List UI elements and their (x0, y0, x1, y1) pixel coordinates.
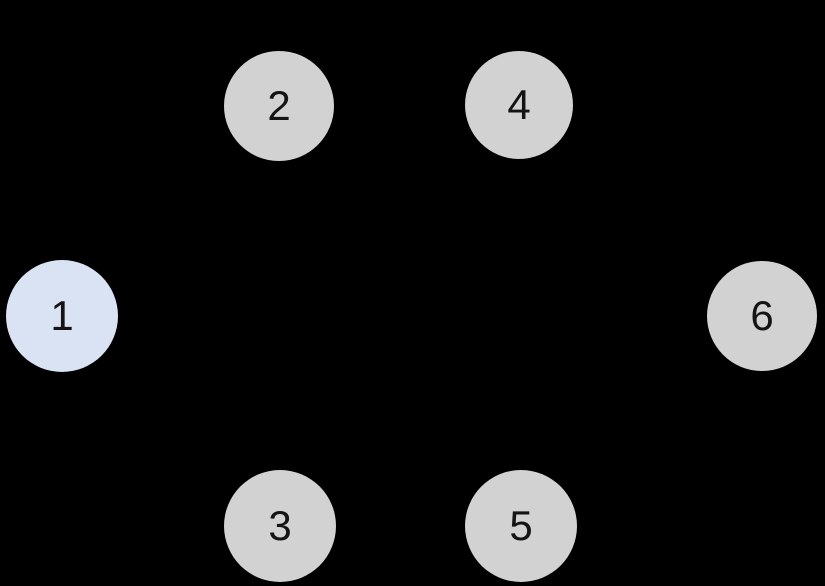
graph-node-2[interactable]: 2 (224, 51, 334, 161)
graph-node-5[interactable]: 5 (465, 470, 577, 582)
graph-node-3[interactable]: 3 (224, 470, 336, 582)
graph-node-3-label: 3 (268, 502, 292, 549)
graph-node-4-label: 4 (507, 81, 531, 128)
graph-node-1-label: 1 (50, 292, 74, 339)
graph-node-1[interactable]: 1 (6, 260, 118, 372)
graph-node-4[interactable]: 4 (465, 51, 573, 159)
graph-node-6[interactable]: 6 (707, 261, 817, 371)
graph-node-5-label: 5 (509, 502, 533, 549)
graph-node-6-label: 6 (750, 292, 774, 339)
graph-node-2-label: 2 (267, 82, 291, 129)
